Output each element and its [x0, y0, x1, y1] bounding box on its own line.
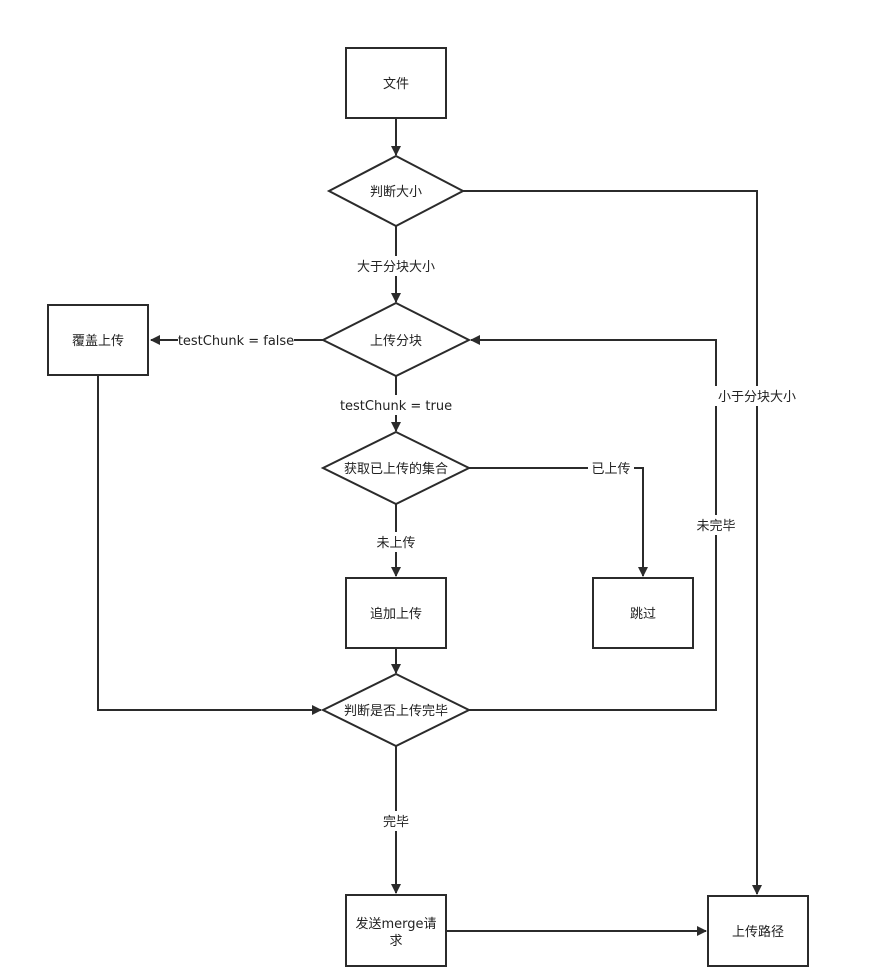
node-send-merge-label-line2: 求 — [389, 934, 402, 949]
edge-label-larger-than-chunk-text: 大于分块大小 — [357, 260, 435, 275]
node-get-uploaded-set: 获取已上传的集合 — [320, 430, 472, 506]
edge-check-complete-to-upload-chunk — [469, 335, 717, 711]
edge-label-complete-text: 完毕 — [383, 815, 409, 830]
edge-label-smaller-than-chunk-text: 小于分块大小 — [718, 390, 796, 405]
node-send-merge-label-line1: 发送merge请 — [355, 916, 436, 932]
node-upload-chunk: 上传分块 — [320, 301, 472, 378]
edge-label-larger-than-chunk: 大于分块大小 — [352, 256, 440, 276]
node-append-upload-label: 追加上传 — [370, 606, 422, 622]
node-upload-path-label: 上传路径 — [732, 924, 784, 940]
node-file-label: 文件 — [383, 77, 409, 92]
edge-label-not-uploaded: 未上传 — [372, 532, 420, 552]
edge-check-size-to-upload-path — [463, 190, 762, 895]
node-upload-path: 上传路径 — [707, 895, 809, 967]
edge-label-test-chunk-true: testChunk = true — [339, 395, 453, 415]
edge-label-test-chunk-true-text: testChunk = true — [340, 399, 452, 414]
edge-label-test-chunk-false: testChunk = false — [178, 330, 294, 350]
node-skip-label: 跳过 — [630, 607, 656, 622]
edge-label-not-complete-text: 未完毕 — [696, 519, 735, 534]
edge-label-smaller-than-chunk: 小于分块大小 — [713, 386, 801, 406]
edge-label-complete: 完毕 — [378, 811, 414, 831]
edge-label-already-uploaded-text: 已上传 — [591, 462, 630, 477]
node-get-uploaded-set-label: 获取已上传的集合 — [344, 461, 448, 477]
node-skip: 跳过 — [592, 577, 694, 649]
edge-label-already-uploaded: 已上传 — [588, 458, 634, 478]
node-send-merge: 发送merge请 求 — [345, 894, 447, 967]
node-check-size: 判断大小 — [326, 154, 466, 228]
node-overwrite-upload-label: 覆盖上传 — [72, 334, 124, 349]
edge-get-set-to-skip — [469, 467, 648, 577]
node-overwrite-upload: 覆盖上传 — [47, 304, 149, 376]
node-append-upload: 追加上传 — [345, 577, 447, 649]
node-check-complete-label: 判断是否上传完毕 — [344, 704, 448, 719]
node-upload-chunk-label: 上传分块 — [370, 334, 422, 349]
edge-overwrite-to-check-complete — [97, 375, 322, 715]
edge-label-not-uploaded-text: 未上传 — [376, 536, 415, 551]
node-check-complete: 判断是否上传完毕 — [320, 672, 472, 748]
node-check-size-label: 判断大小 — [370, 185, 422, 200]
edge-label-test-chunk-false-text: testChunk = false — [178, 334, 294, 349]
edge-label-not-complete: 未完毕 — [692, 515, 740, 535]
node-file: 文件 — [345, 47, 447, 119]
